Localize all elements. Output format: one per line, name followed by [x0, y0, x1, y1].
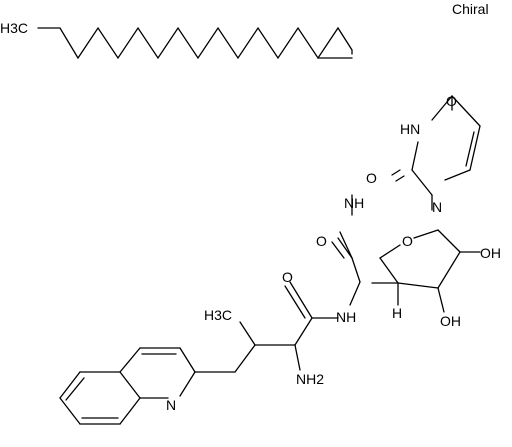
- sugar-substituents: [371, 251, 481, 313]
- atom-o-amide-top: O: [316, 233, 327, 249]
- atom-hn-uracil: HN: [400, 121, 420, 137]
- atom-methyl-chain: H3C: [0, 20, 28, 36]
- amide-top: [331, 194, 361, 283]
- atom-o-amide-left: O: [282, 269, 293, 285]
- furanose-ring: [379, 229, 461, 289]
- atom-o-uracil-left: O: [366, 170, 377, 186]
- atom-nh-amide-top: NH: [344, 195, 364, 211]
- atom-o-ring: O: [402, 233, 413, 249]
- alkyl-chain: [37, 26, 353, 60]
- atom-nh2: NH2: [296, 371, 324, 387]
- amino-acid-chain: [194, 281, 361, 373]
- atom-o-uracil-top: O: [446, 93, 457, 109]
- atom-methyl-branch: H3C: [204, 307, 232, 323]
- atom-nh-amide-mid: NH: [336, 309, 356, 325]
- atom-labels: Chiral H3C NH O O N HN O O OH OH H NH O …: [0, 1, 501, 413]
- uracil-ring: [391, 95, 481, 211]
- atom-n-uracil: N: [432, 199, 442, 215]
- atom-h-stereo: H: [392, 305, 402, 321]
- atom-oh-right: OH: [480, 245, 501, 261]
- atom-oh-bottom: OH: [440, 313, 461, 329]
- quinoline: [59, 347, 196, 425]
- chiral-label: Chiral: [452, 1, 489, 17]
- atom-n-quinoline: N: [166, 397, 176, 413]
